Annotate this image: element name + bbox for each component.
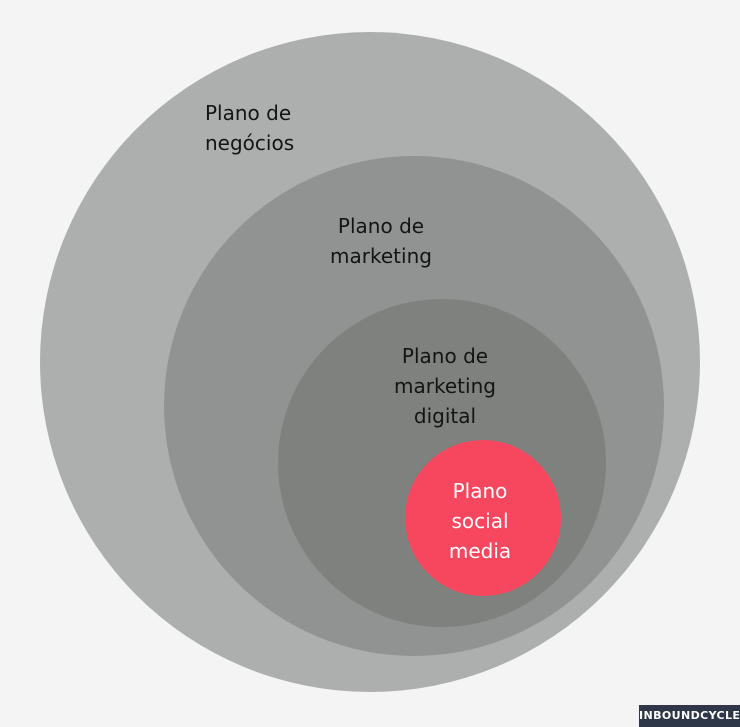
label-line: negócios	[205, 131, 295, 155]
label-line: Plano	[452, 479, 508, 503]
label-line: Plano de	[337, 214, 425, 238]
digital-marketing-plan-label: Plano de marketing digital	[370, 341, 520, 431]
marketing-plan-label: Plano de marketing	[306, 211, 456, 271]
business-plan-label: Plano de negócios	[205, 98, 335, 158]
label-line: Plano de	[205, 101, 292, 125]
label-line: social	[451, 509, 509, 533]
label-line: marketing	[394, 374, 496, 398]
label-line: Plano de	[401, 344, 489, 368]
label-line: media	[448, 539, 512, 563]
brand-logo: INBOUNDCYCLE	[639, 705, 740, 727]
label-line: marketing	[330, 244, 432, 268]
social-media-plan-circle	[405, 440, 561, 596]
label-line: digital	[413, 404, 477, 428]
social-media-plan-label: Plano social media	[420, 476, 540, 566]
